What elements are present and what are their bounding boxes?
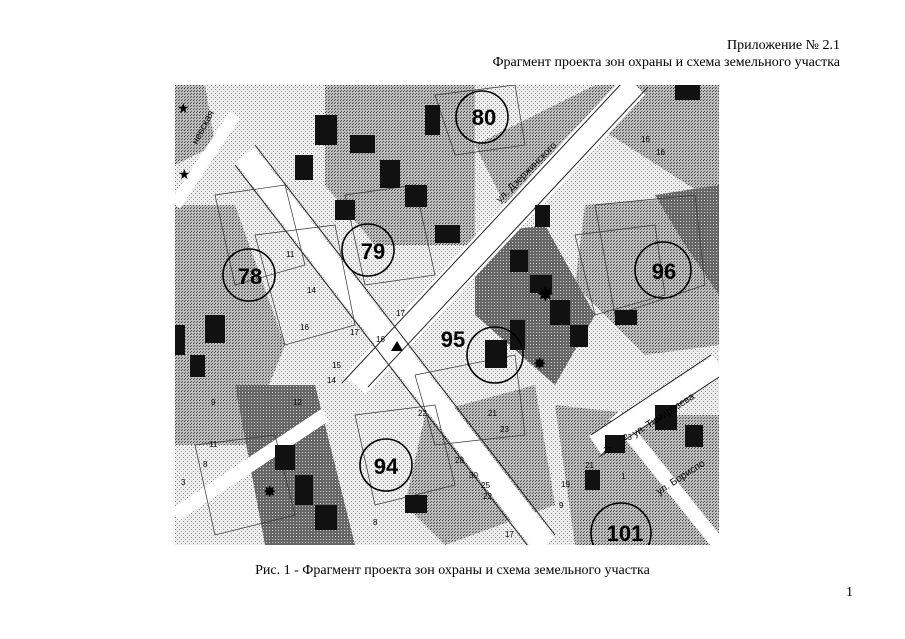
- page-number: 1: [846, 585, 853, 600]
- house-number: 14: [327, 376, 336, 385]
- house-number: 16: [376, 335, 385, 344]
- house-number: 12: [293, 398, 302, 407]
- house-number: 21: [585, 461, 594, 470]
- house-number: 3: [181, 478, 186, 487]
- house-number: 22: [418, 409, 427, 418]
- house-number: 14: [307, 286, 316, 295]
- house-number: 17: [505, 530, 514, 539]
- house-number: 15: [332, 361, 341, 370]
- house-number: 9: [559, 501, 564, 510]
- house-number: 23: [623, 433, 632, 442]
- house-number: 8: [203, 460, 208, 469]
- zone-label: 78: [238, 264, 262, 289]
- house-number: 28: [455, 456, 464, 465]
- svg-text:✸: ✸: [537, 282, 554, 306]
- appendix-title: Приложение № 2.1: [727, 38, 840, 53]
- zone-label: 94: [374, 454, 399, 479]
- house-number: 30: [469, 471, 478, 480]
- house-number: 17: [396, 309, 405, 318]
- house-number: 21: [488, 409, 497, 418]
- protection-zones-map: ★ ★ ✸ ✸ ✸ 80 79 78 96 95 94 101 ул. Дзер…: [175, 85, 719, 545]
- house-number: 11: [209, 440, 218, 449]
- house-number: 23: [500, 425, 509, 434]
- zone-label: 79: [361, 239, 385, 264]
- svg-text:★: ★: [177, 101, 190, 117]
- zone-label: 101: [607, 521, 644, 545]
- house-number: 19: [561, 480, 570, 489]
- zone-label: 80: [472, 105, 496, 130]
- house-number: 25: [481, 481, 490, 490]
- house-number: 16: [656, 148, 665, 157]
- zone-label: 96: [652, 259, 676, 284]
- house-number: 1: [621, 472, 626, 481]
- svg-text:✸: ✸: [263, 482, 276, 501]
- svg-text:★: ★: [178, 167, 191, 183]
- house-number: 9: [211, 398, 216, 407]
- house-number: 16: [641, 135, 650, 144]
- appendix-subtitle: Фрагмент проекта зон охраны и схема земе…: [492, 55, 840, 70]
- house-number: 11: [286, 250, 295, 259]
- house-number: 8: [373, 518, 378, 527]
- svg-text:✸: ✸: [533, 354, 546, 373]
- house-number: 16: [300, 323, 309, 332]
- house-number: 17: [350, 328, 359, 337]
- house-number: 22: [483, 492, 492, 501]
- house-number: 23: [603, 446, 612, 455]
- figure-caption: Рис. 1 - Фрагмент проекта зон охраны и с…: [255, 563, 650, 578]
- zone-label: 95: [441, 327, 465, 352]
